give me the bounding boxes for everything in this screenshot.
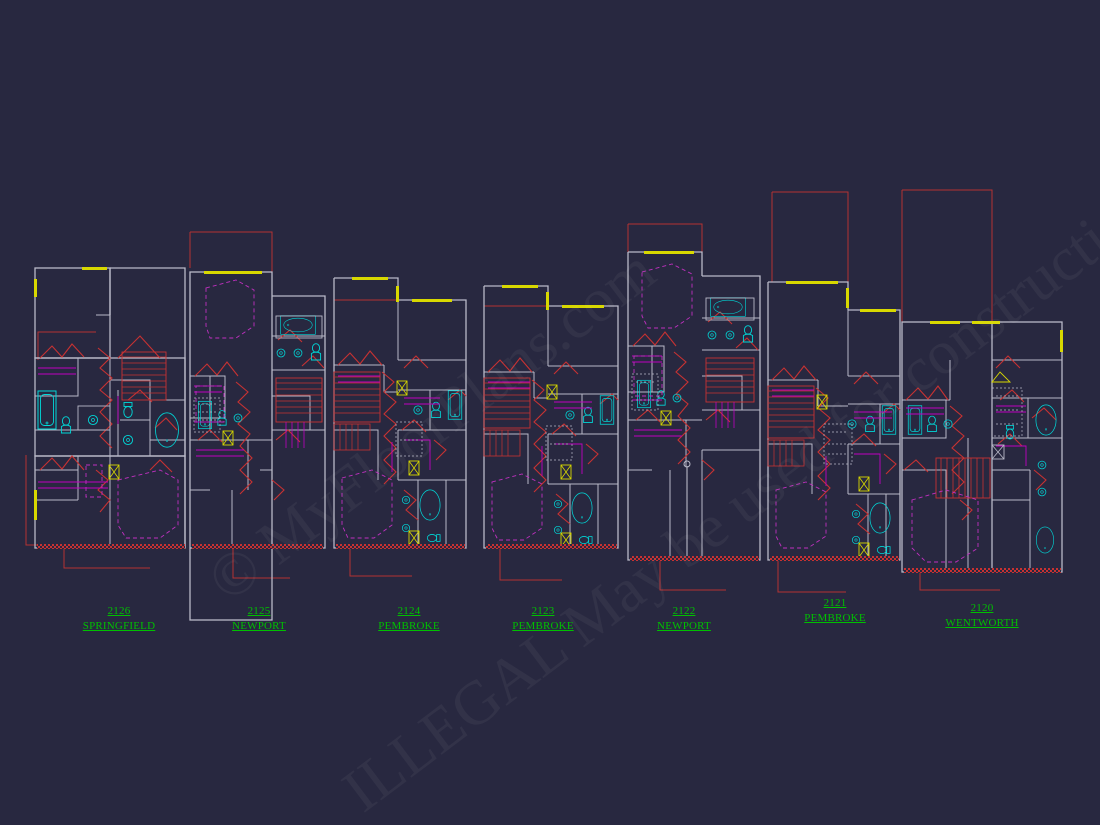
slab-edge: [192, 544, 323, 549]
unit-number: 2120: [970, 602, 994, 614]
slab-edge: [37, 544, 185, 549]
stair-run: [767, 385, 815, 467]
plumbing-fixtures: [198, 315, 323, 430]
attic-access-icon: [991, 371, 1012, 383]
unit-plan-name: SPRINGFIELD: [82, 620, 156, 632]
unit-label-2120: 2120 WENTWORTH: [932, 601, 1032, 631]
interior-walls: [190, 335, 325, 548]
unit-plan-2120: [901, 189, 1063, 591]
cabinetry: [38, 367, 119, 489]
stair-run: [483, 377, 531, 457]
ceiling-outline: [775, 481, 827, 549]
framing-lines: [194, 329, 325, 501]
slab-edge: [630, 556, 759, 561]
appliance-dashed: [991, 387, 1023, 437]
unit-plan-2121: [767, 191, 901, 593]
unit-plan-name: PEMBROKE: [378, 620, 440, 632]
unit-plan-name: NEWPORT: [232, 620, 286, 632]
unit-number: 2124: [397, 605, 421, 617]
stair-run: [705, 357, 755, 428]
unit-number: 2121: [823, 597, 847, 609]
stair-run: [333, 371, 381, 451]
stair-run: [121, 351, 167, 401]
unit-label-2124: 2124 PEMBROKE: [359, 604, 459, 634]
unit-plan-name: PEMBROKE: [804, 612, 866, 624]
unit-label-2126: 2126 SPRINGFIELD: [69, 604, 169, 634]
stair-run: [275, 377, 323, 448]
unit-plan-2126: [25, 267, 186, 569]
interior-walls: [628, 317, 760, 560]
stair-run: [935, 457, 991, 499]
slab-edge: [486, 544, 617, 549]
framing-lines: [771, 365, 901, 535]
appliance-dashed: [823, 423, 853, 465]
unit-label-2123: 2123 PEMBROKE: [493, 604, 593, 634]
slab-edge: [336, 544, 465, 549]
unit-plan-2124: [333, 277, 467, 577]
cabinetry: [632, 355, 682, 437]
interior-walls: [483, 306, 618, 548]
interior-walls: [333, 300, 466, 548]
framing-lines: [39, 335, 178, 513]
appliance-dashed: [545, 425, 573, 461]
slab-edge: [904, 568, 1061, 573]
slab-edge: [770, 556, 899, 561]
unit-label-2125: 2125 NEWPORT: [209, 604, 309, 634]
ceiling-outline: [85, 464, 179, 539]
unit-number: 2122: [672, 605, 696, 617]
appliance-dashed: [193, 397, 221, 433]
interior-walls: [902, 359, 1062, 572]
ceiling-outline: [911, 489, 979, 563]
plumbing-fixtures: [37, 390, 179, 448]
cabinetry: [906, 405, 1027, 466]
framing-lines: [903, 355, 1057, 521]
unit-number: 2126: [107, 605, 131, 617]
ceiling-outline: [491, 473, 543, 541]
unit-plan-name: PEMBROKE: [512, 620, 574, 632]
unit-plan-name: WENTWORTH: [945, 617, 1019, 629]
cabinetry: [772, 389, 892, 486]
unit-number: 2123: [531, 605, 555, 617]
cabinetry: [338, 375, 440, 472]
unit-number: 2125: [247, 605, 271, 617]
unit-label-2121: 2121 PEMBROKE: [785, 596, 885, 626]
unit-label-2122: 2122 NEWPORT: [634, 604, 734, 634]
unit-plan-name: NEWPORT: [657, 620, 711, 632]
appliance-dashed: [395, 421, 423, 457]
unit-plan-2123: [483, 285, 619, 581]
site-outline: [901, 189, 1000, 591]
plumbing-fixtures: [637, 297, 755, 409]
column-node: [683, 460, 691, 468]
ceiling-outline: [633, 263, 693, 397]
ceiling-outline: [195, 279, 255, 423]
unit-plan-2122: [627, 223, 761, 591]
cabinetry: [488, 381, 592, 476]
appliance-dashed: [631, 373, 659, 411]
unit-plan-2125: [189, 231, 326, 621]
